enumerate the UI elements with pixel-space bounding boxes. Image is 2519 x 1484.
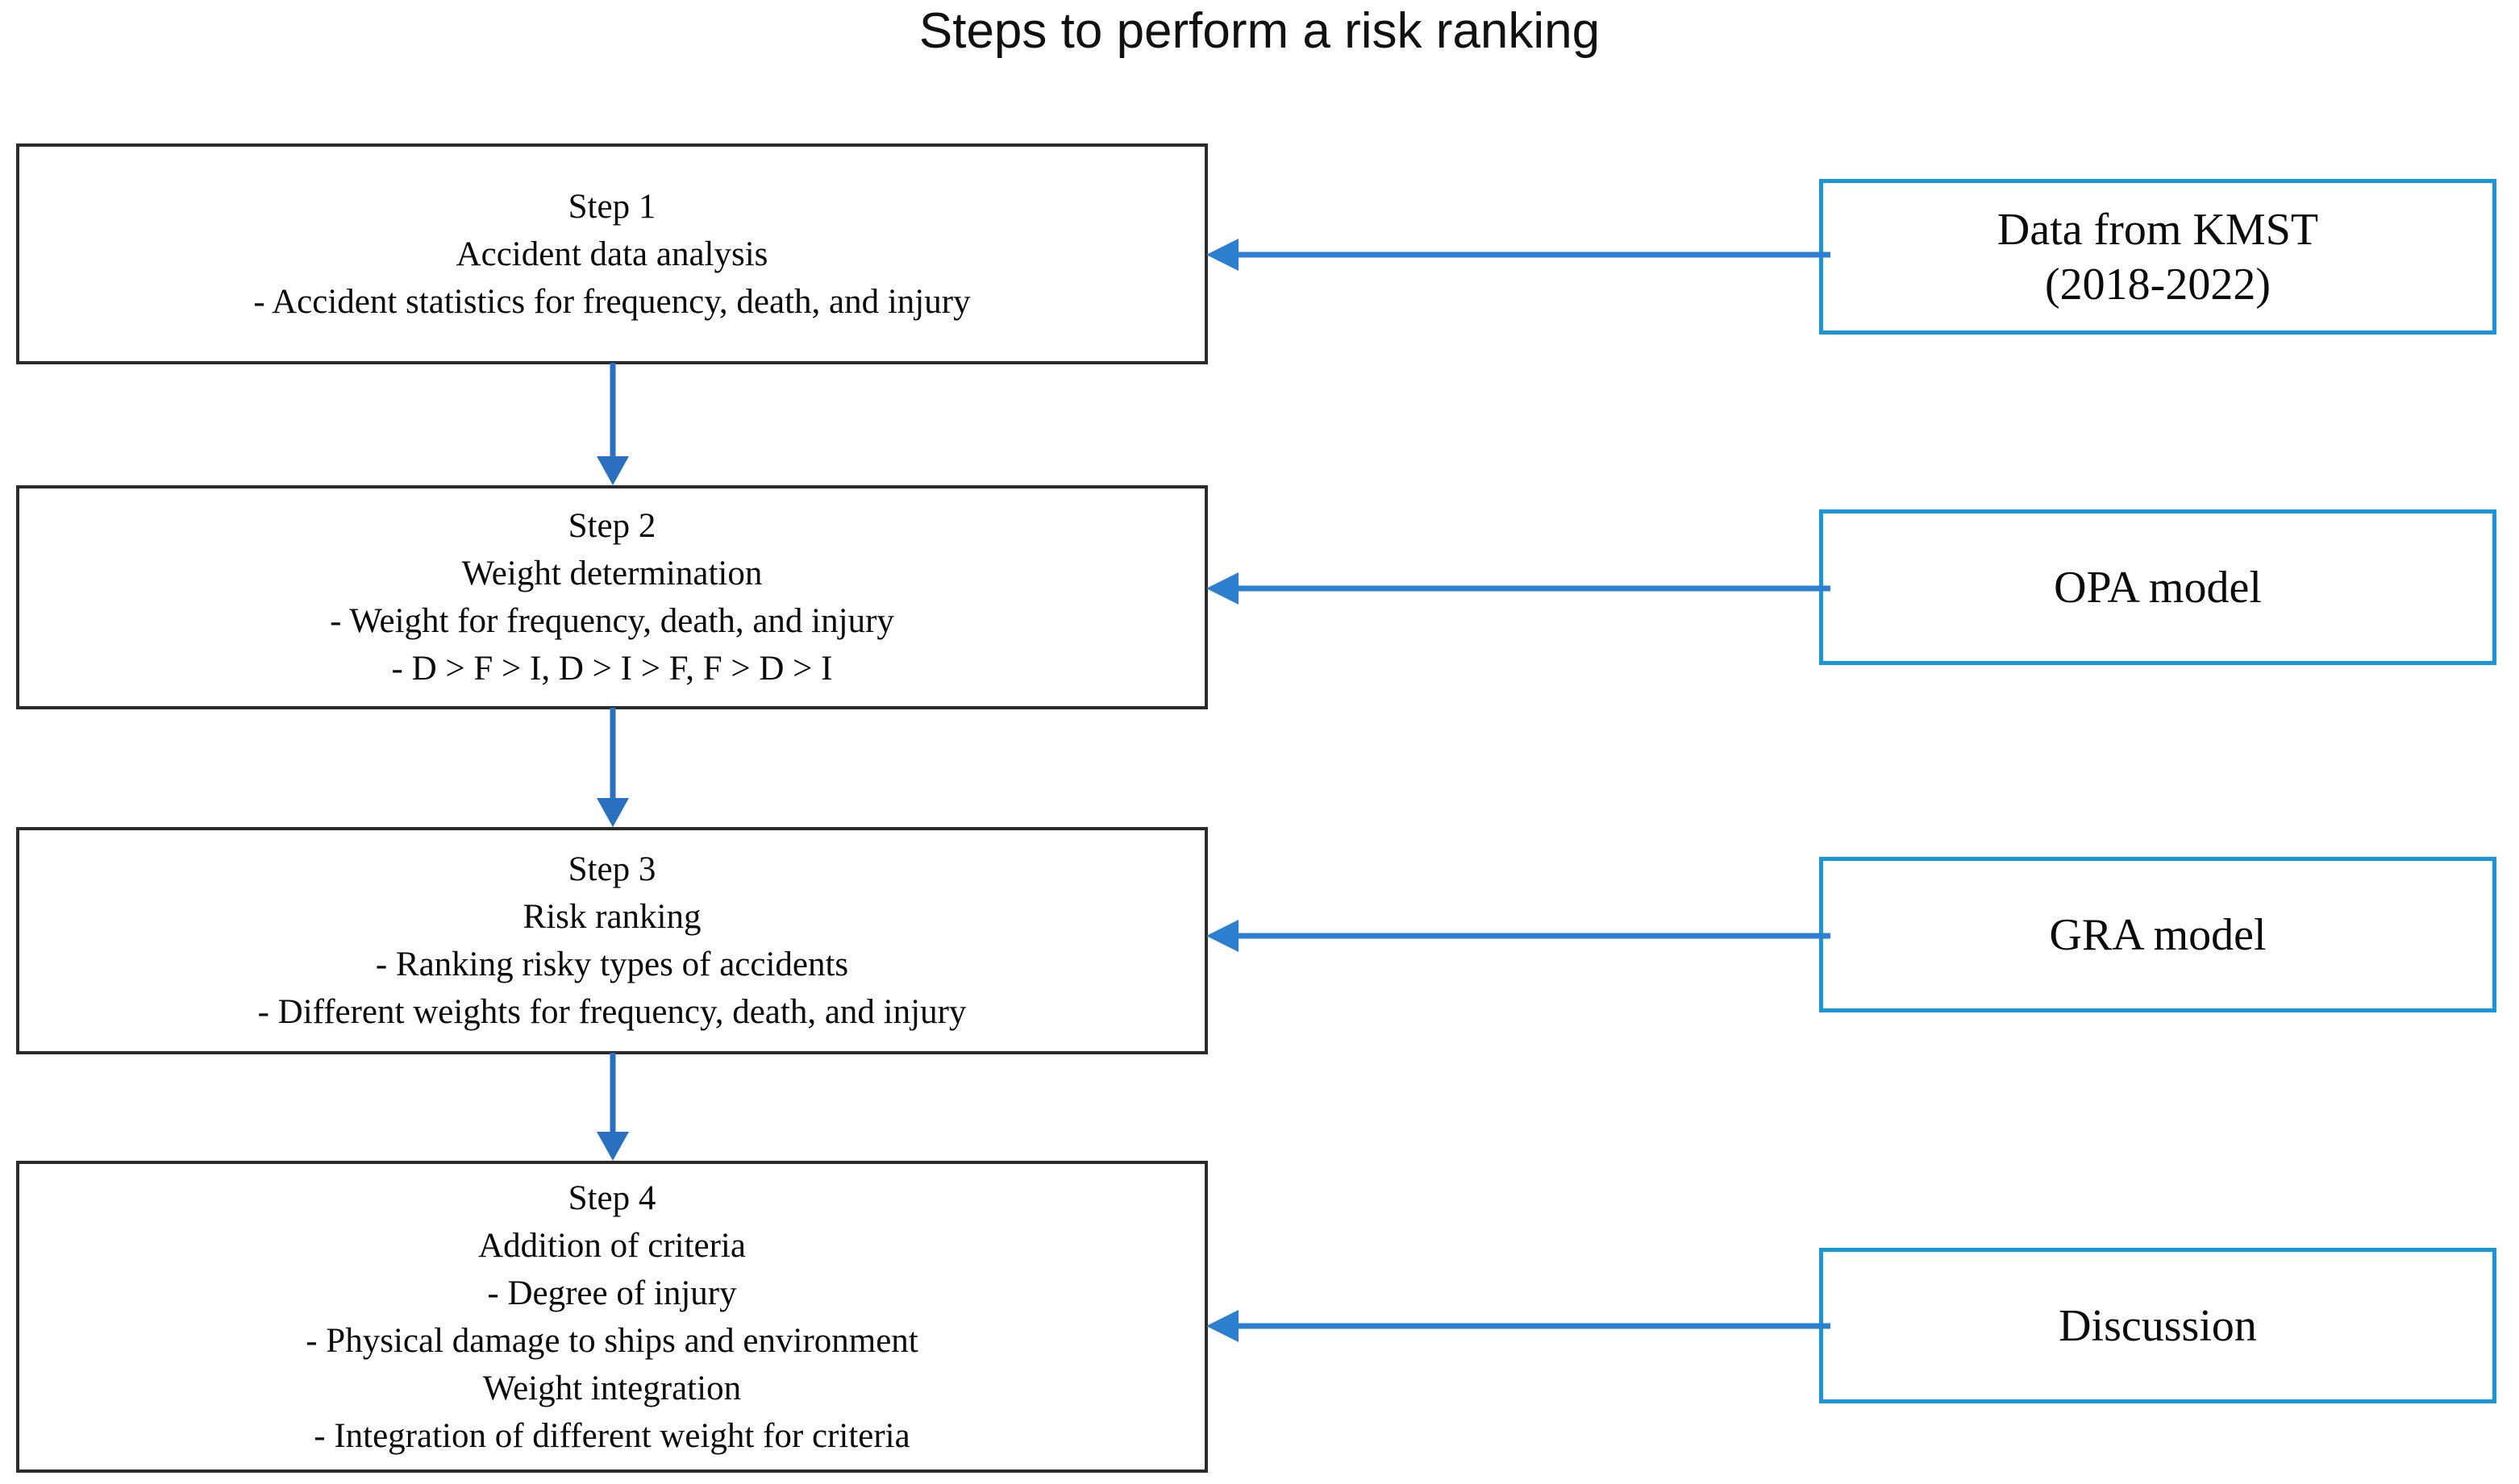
step-line: - Integration of different weight for cr… (314, 1416, 910, 1455)
step-line: Step 3 (568, 850, 656, 888)
source-line: Data from KMST (1996, 204, 2319, 255)
step-line: Step 4 (568, 1178, 656, 1217)
source-box-opa-model[interactable]: OPA model (1819, 509, 2496, 665)
arrow-down-step2-to-step3 (597, 708, 629, 827)
step-line: - D > F > I, D > I > F, F > D > I (391, 650, 833, 688)
arrow-left-source4-to-step4 (1206, 1310, 1830, 1342)
source-box-discussion[interactable]: Discussion (1819, 1248, 2496, 1403)
step-line: Step 2 (568, 507, 656, 545)
arrow-left-source2-to-step2 (1206, 572, 1830, 605)
source-line: (2018-2022) (2045, 259, 2271, 310)
step-box-1[interactable]: Step 1 Accident data analysis - Accident… (16, 143, 1208, 364)
arrow-down-step3-to-step4 (597, 1053, 629, 1161)
step-box-4[interactable]: Step 4 Addition of criteria - Degree of … (16, 1161, 1208, 1473)
step-line: - Accident statistics for frequency, dea… (253, 282, 971, 321)
arrow-down-step1-to-step2 (597, 363, 629, 485)
step-line: Weight determination (461, 555, 763, 592)
source-line: Discussion (2059, 1300, 2257, 1351)
page-title: Steps to perform a risk ranking (918, 3, 1601, 59)
step-line: - Different weights for frequency, death… (257, 993, 967, 1031)
arrow-left-source1-to-step1 (1206, 239, 1830, 271)
step-line: - Physical damage to ships and environme… (306, 1321, 918, 1360)
step-box-2[interactable]: Step 2 Weight determination - Weight for… (16, 485, 1208, 709)
step-line: - Ranking risky types of accidents (375, 946, 849, 983)
step-line: Weight integration (482, 1369, 742, 1407)
step-line: Accident data analysis (456, 235, 768, 273)
arrow-left-source3-to-step3 (1206, 920, 1830, 952)
step-box-3[interactable]: Step 3 Risk ranking - Ranking risky type… (16, 827, 1208, 1054)
source-box-gra-model[interactable]: GRA model (1819, 857, 2496, 1012)
source-line: GRA model (2049, 909, 2267, 960)
step-line: Risk ranking (523, 898, 702, 936)
source-box-data-kmst[interactable]: Data from KMST (2018-2022) (1819, 179, 2496, 335)
step-line: - Weight for frequency, death, and injur… (330, 602, 894, 640)
step-line: - Degree of injury (487, 1274, 737, 1312)
step-line: Addition of criteria (478, 1226, 746, 1265)
step-line: Step 1 (568, 187, 656, 226)
source-line: OPA model (2054, 562, 2262, 613)
